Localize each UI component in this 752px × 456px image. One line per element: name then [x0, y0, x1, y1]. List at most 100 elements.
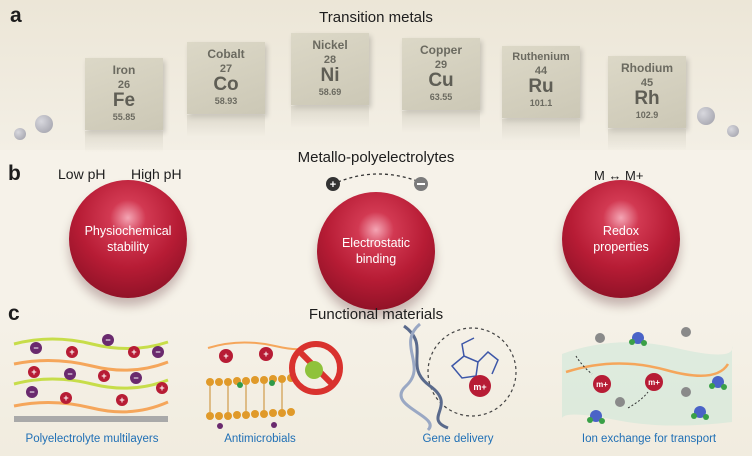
- polymer-chain: [13, 337, 169, 351]
- panel-c-title: Functional materials: [308, 306, 444, 323]
- element-number: 29: [434, 59, 448, 71]
- svg-text:+: +: [63, 393, 68, 403]
- polymer-chain: [565, 362, 730, 377]
- sphere-label-line: binding: [355, 252, 397, 266]
- element-name: Ruthenium: [512, 51, 570, 63]
- element-symbol: Rh: [634, 88, 660, 109]
- element-weight: 58.69: [318, 87, 342, 97]
- lipid-bilayer: [206, 374, 295, 420]
- element-name: Nickel: [312, 38, 348, 52]
- transport-arrow: [575, 355, 593, 375]
- element-name: Iron: [112, 63, 136, 77]
- svg-text:−: −: [29, 387, 34, 397]
- element-name: Cobalt: [207, 47, 245, 61]
- panel-b-title: Metallo-polyelectrolytes: [297, 149, 455, 166]
- metal-ion-label: m+: [473, 382, 486, 392]
- polymer-chain: [13, 377, 169, 390]
- tile-reflection: [85, 131, 163, 153]
- decorative-sphere: [14, 128, 26, 140]
- panel-letter-b: b: [8, 162, 21, 185]
- decorative-sphere: [35, 115, 53, 133]
- element-number: 26: [117, 79, 131, 91]
- svg-text:−: −: [155, 347, 160, 357]
- panel-letter-a: a: [10, 4, 22, 27]
- antimicrobial-illustration: + +: [206, 341, 343, 429]
- element-tile-rhodium: Rhodium 45 Rh 102.9: [608, 56, 686, 128]
- substrate: [14, 416, 168, 422]
- element-number: 44: [534, 65, 548, 77]
- low-ph-label: Low pH: [58, 166, 106, 182]
- metal-ion-icon: [593, 375, 611, 393]
- element-weight: 58.93: [214, 96, 238, 106]
- element-tile-copper: Copper 29 Cu 63.55: [402, 38, 480, 110]
- element-tile-ruthenium: Ruthenium 44 Ru 101.1: [502, 46, 580, 118]
- svg-text:−: −: [133, 373, 138, 383]
- svg-text:+: +: [131, 347, 136, 357]
- element-number: 28: [323, 54, 337, 66]
- sphere-label: Physiochemical stability: [73, 223, 183, 255]
- metal-ion-icon: [645, 373, 663, 391]
- redox-sphere: Redox properties: [562, 180, 680, 298]
- svg-text:+: +: [159, 383, 164, 393]
- sphere-label-line: stability: [107, 240, 149, 254]
- element-tile-iron: Iron 26 Fe 55.85: [85, 58, 163, 130]
- svg-text:+: +: [263, 349, 268, 359]
- polymer-chain: [13, 400, 169, 414]
- dna-strand: [403, 324, 449, 430]
- element-tile-cobalt: Cobalt 27 Co 58.93: [187, 42, 265, 114]
- svg-text:+: +: [31, 367, 36, 377]
- chemical-structure: [450, 337, 499, 379]
- element-symbol: Cu: [428, 70, 454, 91]
- element-tile-nickel: Nickel 28 Ni 58.69: [291, 33, 369, 105]
- cation-icon: [219, 349, 233, 363]
- svg-text:+: +: [101, 371, 106, 381]
- element-weight: 101.1: [529, 98, 553, 108]
- sphere-label-line: Redox: [602, 224, 640, 238]
- tile-reflection: [187, 115, 265, 137]
- element-number: 27: [219, 63, 233, 75]
- tile-reflection: [402, 111, 480, 133]
- attraction-arc: [337, 173, 421, 183]
- decorative-sphere: [697, 107, 715, 125]
- high-ph-label: High pH: [131, 166, 182, 182]
- metal-ion-icon: [469, 375, 491, 397]
- element-symbol: Ni: [320, 65, 340, 86]
- polymer-chain: [207, 341, 311, 351]
- sphere-label-line: properties: [593, 240, 649, 254]
- redox-equation: M ↔ M+: [594, 168, 644, 183]
- element-name: Copper: [420, 43, 462, 57]
- svg-text:−: −: [33, 343, 38, 353]
- caption-gene-delivery: Gene delivery: [422, 433, 494, 445]
- svg-text:−: −: [67, 369, 72, 379]
- sphere-label: Redox properties: [566, 223, 676, 255]
- tile-reflection: [608, 129, 686, 151]
- cation-group: [28, 346, 168, 406]
- stability-sphere: Physiochemical stability: [69, 180, 187, 298]
- element-name: Rhodium: [621, 61, 673, 75]
- caption-ion-exchange: Ion exchange for transport: [581, 433, 717, 445]
- element-number: 45: [640, 77, 654, 89]
- polymer-chain: [13, 358, 169, 372]
- caption-antimicrobials: Antimicrobials: [224, 433, 296, 445]
- panel-letter-c: c: [8, 302, 20, 325]
- svg-text:+: +: [119, 395, 124, 405]
- svg-text:−: −: [105, 335, 110, 345]
- multilayer-illustration: +++ ++++ −−− −−−: [13, 334, 169, 422]
- molecule-group: [590, 332, 724, 422]
- cation-icon: [259, 347, 273, 361]
- element-symbol: Co: [213, 74, 239, 95]
- dna-strand: [399, 322, 432, 432]
- svg-text:+: +: [330, 179, 336, 191]
- tile-reflection: [291, 106, 369, 128]
- tile-reflection: [502, 119, 580, 141]
- anion-group: [26, 334, 164, 398]
- binding-zone: [427, 327, 517, 417]
- positive-charge-icon: [326, 177, 340, 191]
- ion-exchange-illustration: m+ m+: [562, 327, 733, 426]
- element-symbol: Fe: [112, 90, 136, 111]
- panel-a-title: Transition metals: [319, 9, 433, 26]
- svg-text:+: +: [223, 351, 228, 361]
- virus-icon: [305, 361, 323, 379]
- sphere-label: Electrostatic binding: [321, 235, 431, 267]
- no-sign-icon: [289, 341, 343, 395]
